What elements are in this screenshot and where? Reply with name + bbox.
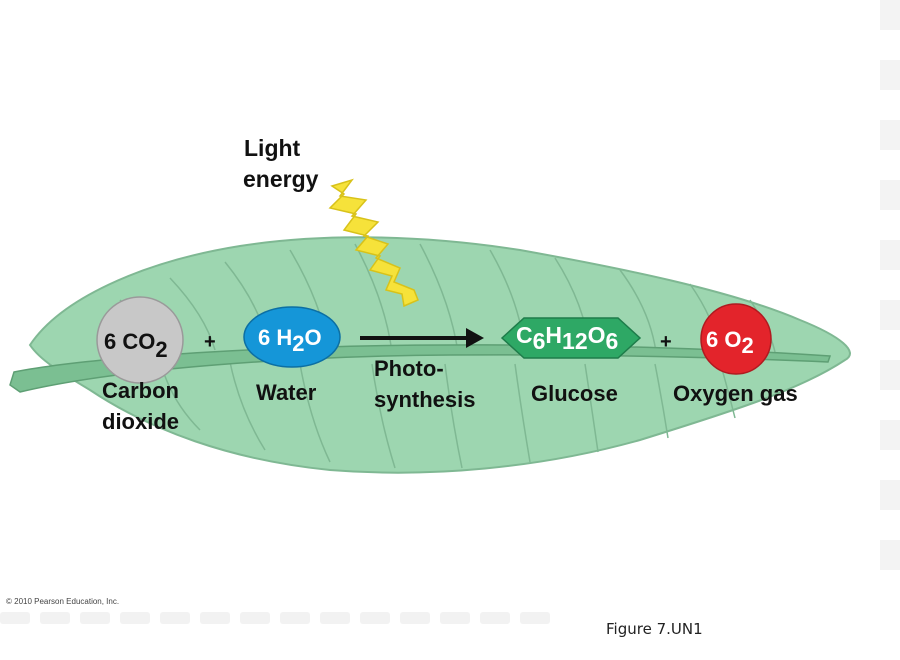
svg-text:6 O2: 6 O2 [706, 327, 754, 358]
oxygen-molecule: 6 O2 [700, 303, 772, 375]
background-pattern [880, 0, 900, 570]
svg-text:C6H12O6: C6H12O6 [516, 322, 618, 354]
water-formula-tail: O [305, 325, 322, 350]
glucose-h: H [545, 322, 562, 348]
label-glucose: Glucose [531, 381, 618, 406]
water-formula: 6 H [258, 325, 292, 350]
glucose-o: O [588, 322, 606, 348]
label-dioxide: dioxide [102, 409, 179, 434]
glucose-c: C [516, 322, 533, 348]
reaction-arrow [360, 328, 484, 348]
co2-molecule: 6 CO2 [96, 296, 184, 384]
svg-text:6 CO2: 6 CO2 [104, 329, 168, 362]
water-molecule: 6 H2O [243, 306, 341, 368]
label-oxygen-gas: Oxygen gas [673, 381, 798, 406]
figure-caption: Figure 7.UN1 [606, 620, 703, 638]
plus-sign: + [204, 331, 216, 353]
label-water: Water [256, 380, 317, 405]
co2-subscript: 2 [155, 337, 167, 362]
co2-formula: 6 CO [104, 329, 155, 354]
bottom-pattern [0, 612, 550, 624]
light-energy-label-line1: Light [244, 135, 301, 161]
water-subscript: 2 [292, 331, 304, 356]
lightning-icon [328, 178, 419, 308]
label-carbon: Carbon [102, 378, 179, 403]
copyright-notice: © 2010 Pearson Education, Inc. [6, 597, 120, 606]
label-synthesis: synthesis [374, 387, 476, 412]
svg-text:6 H2O: 6 H2O [258, 325, 322, 356]
oxygen-formula: 6 O [706, 327, 741, 352]
oxygen-subscript: 2 [741, 333, 753, 358]
light-energy-label-line2: energy [243, 166, 319, 192]
plus-sign-2: + [660, 331, 672, 353]
glucose-sub-12: 12 [562, 328, 588, 354]
glucose-molecule: C6H12O6 [500, 317, 642, 359]
glucose-sub-6b: 6 [606, 328, 619, 354]
label-photo: Photo- [374, 356, 444, 381]
glucose-sub-6a: 6 [533, 328, 546, 354]
